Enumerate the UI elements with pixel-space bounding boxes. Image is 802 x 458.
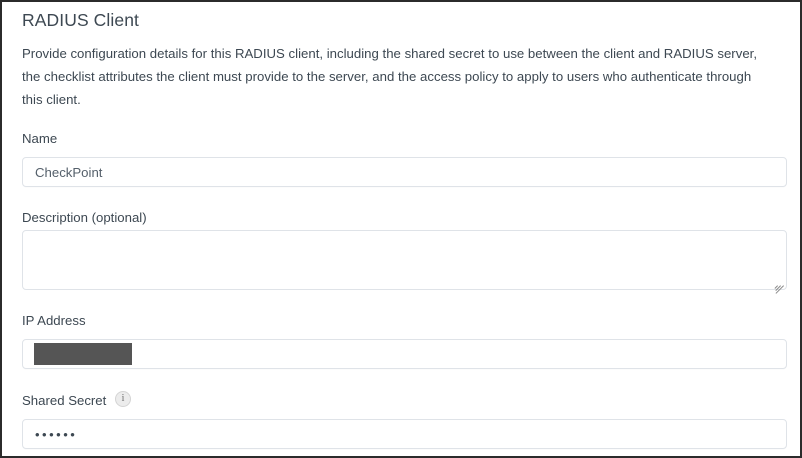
page-title: RADIUS Client xyxy=(22,10,140,30)
shared-secret-input[interactable] xyxy=(22,419,787,449)
name-field-label: Name xyxy=(22,131,58,146)
ip-address-field-label: IP Address xyxy=(22,313,86,328)
panel-description: Provide configuration details for this R… xyxy=(22,46,758,107)
name-input[interactable] xyxy=(22,157,787,187)
description-textarea-wrap xyxy=(22,230,787,294)
description-textarea[interactable] xyxy=(22,230,787,290)
info-icon[interactable]: i xyxy=(115,391,131,407)
shared-secret-field-label: Shared Secret xyxy=(22,393,107,408)
ip-address-redaction-block xyxy=(34,343,132,365)
ip-address-input[interactable] xyxy=(22,339,787,369)
description-field-label: Description (optional) xyxy=(22,210,147,225)
